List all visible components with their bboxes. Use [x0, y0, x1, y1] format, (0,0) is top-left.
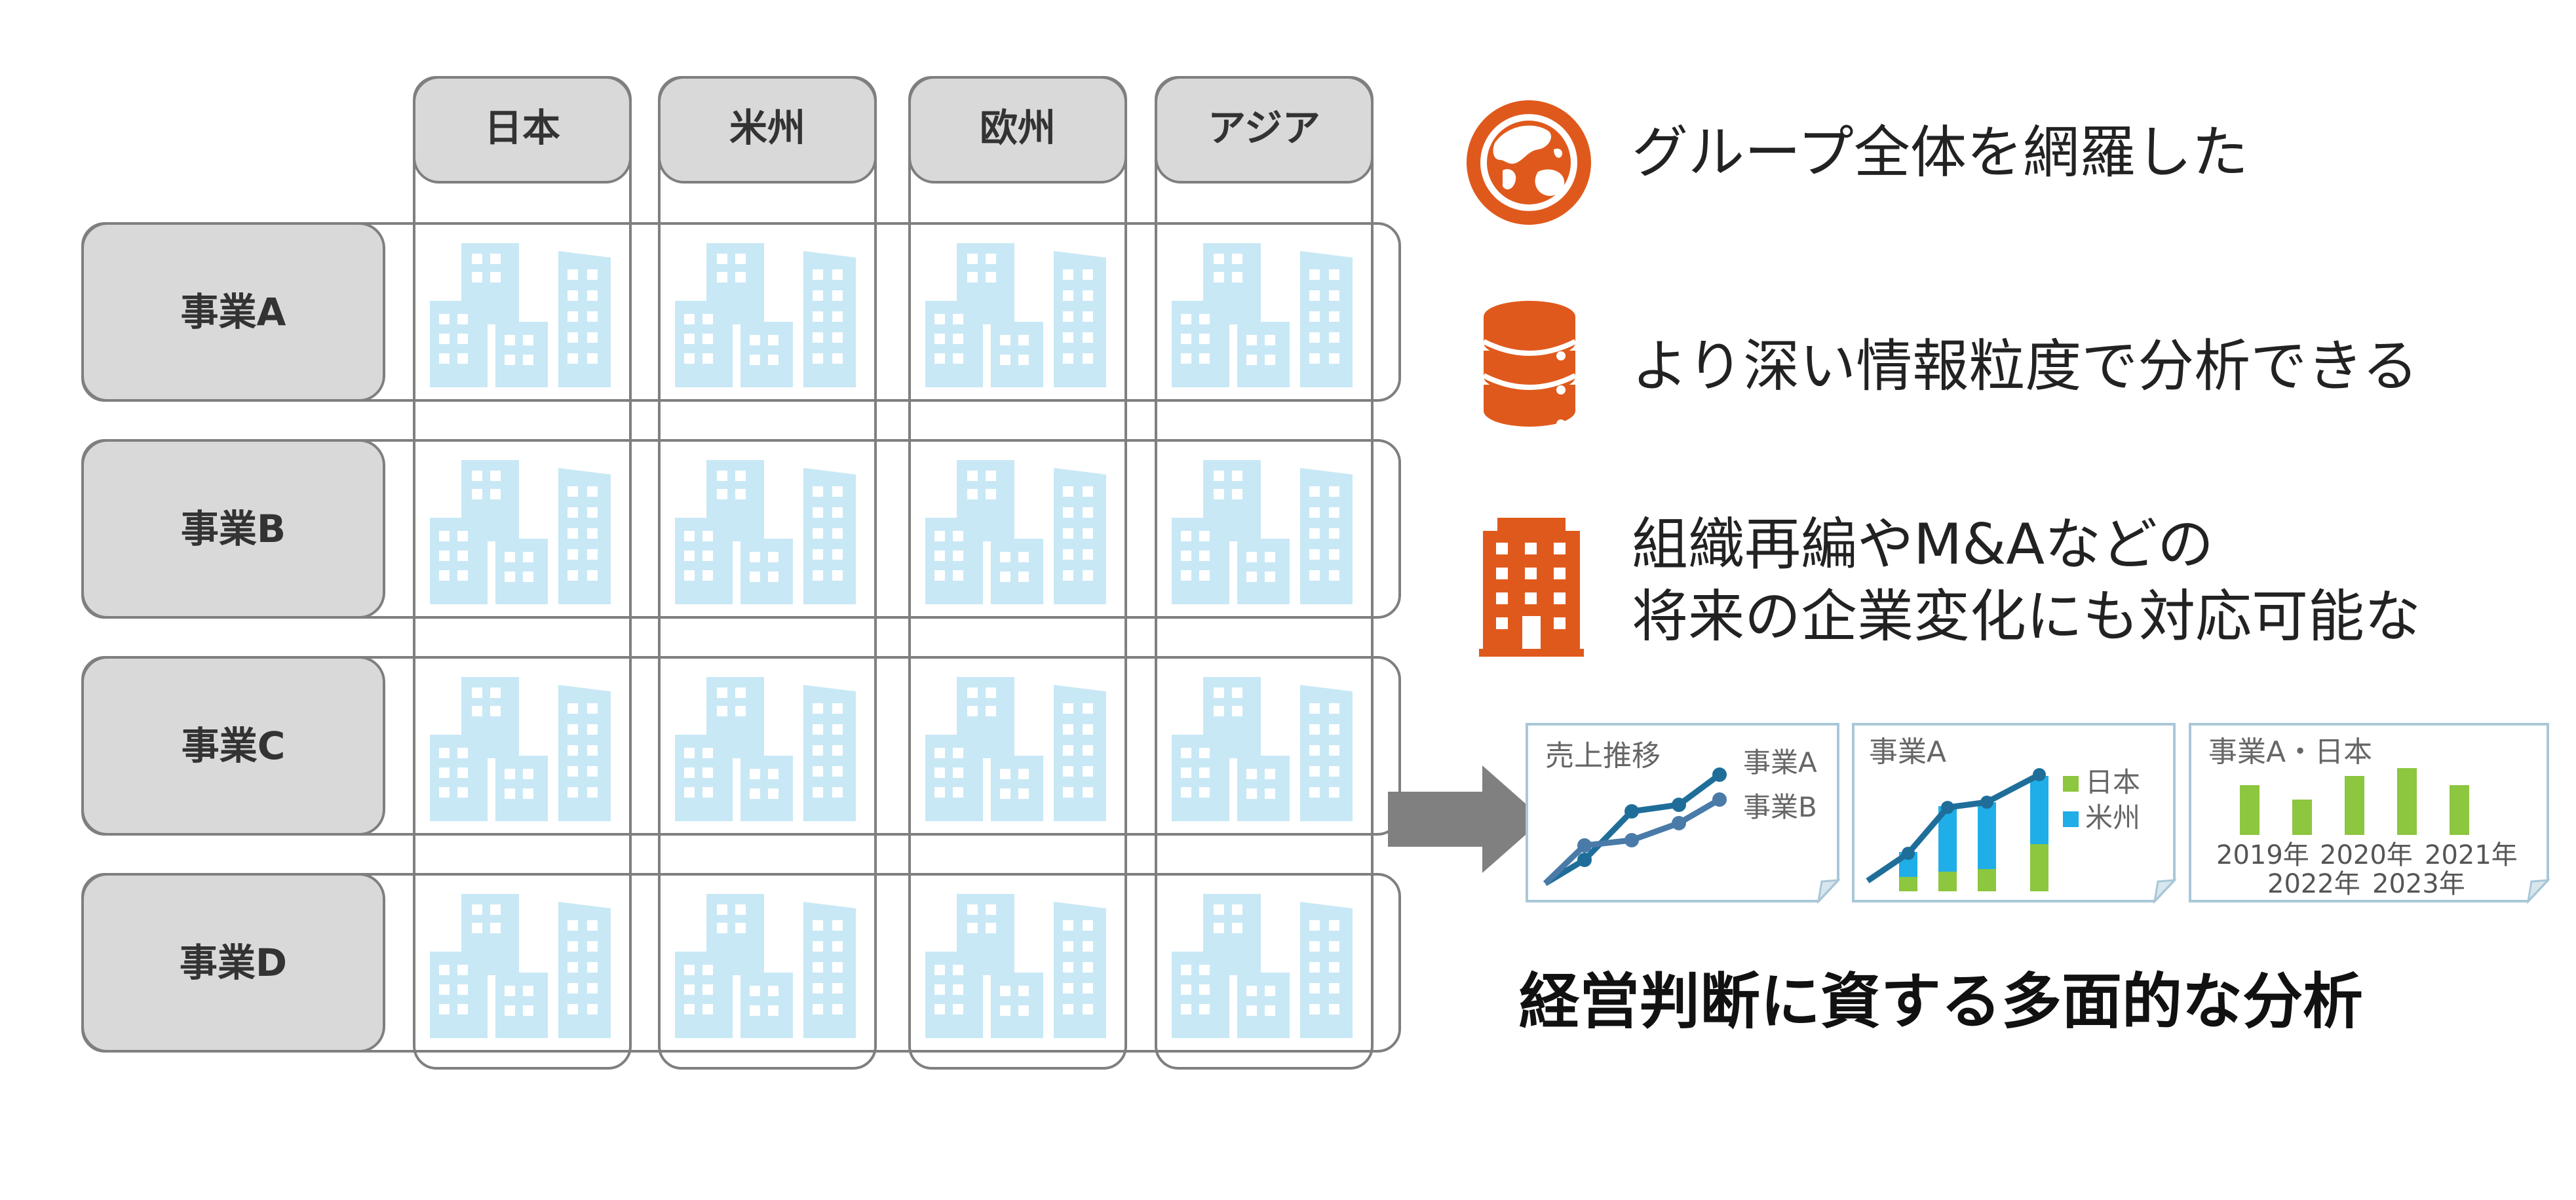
legend-swatch-japan: [2063, 776, 2079, 792]
feature-text-change-line2: 将来の企業変化にも対応可能な: [1632, 584, 2421, 649]
card-title: 事業A: [1869, 735, 1946, 769]
building-cluster-icon: [430, 677, 611, 821]
building-cluster-icon: [675, 894, 856, 1038]
card-business-a: 事業A 日本 米州: [1852, 723, 2177, 904]
row-header: 事業C: [81, 656, 385, 836]
building-cluster-icon: [675, 677, 856, 821]
legend-label: 事業A: [1743, 746, 1817, 779]
bar: [2450, 785, 2469, 835]
bar: [2240, 785, 2259, 835]
row-header: 事業A: [81, 222, 385, 402]
data-point: [1712, 792, 1727, 807]
row-header: 事業B: [81, 439, 385, 619]
column-header-label: アジア: [1208, 106, 1320, 150]
legend-label: 米州: [2085, 802, 2140, 834]
column-header-label: 欧州: [980, 106, 1056, 150]
region-business-matrix: 日本 米州 欧州 アジア 事業A 事業B 事業C 事業D: [81, 76, 1401, 1070]
building-cluster-icon: [430, 894, 611, 1038]
data-point: [1577, 838, 1592, 853]
row-header-label: 事業A: [181, 290, 286, 334]
data-point: [1672, 798, 1686, 812]
data-point: [1672, 816, 1686, 830]
column-header-label: 米州: [729, 106, 805, 150]
data-point: [1902, 847, 1915, 860]
column-header: アジア: [1155, 76, 1374, 184]
legend-label: 事業B: [1743, 791, 1817, 823]
column-header-label: 日本: [484, 106, 560, 150]
legend-swatch-americas: [2063, 811, 2079, 827]
bar-japan: [1899, 877, 1917, 891]
building-cluster-icon: [1172, 894, 1353, 1038]
feature-text-coverage: グループ全体を網羅した: [1632, 120, 2248, 185]
row-header-label: 事業C: [182, 724, 286, 768]
data-point: [1941, 801, 1954, 814]
globe-icon: [1467, 100, 1591, 225]
building-cluster-icon: [1172, 677, 1353, 821]
card-sales-trend: 売上推移 事業A 事業B: [1526, 723, 1841, 904]
card-business-a-japan: 事業A・日本 2019年 2020年 2021年 2022年 2023年: [2189, 723, 2550, 904]
feature-text-change-line1: 組織再編やM&Aなどの: [1632, 512, 2214, 577]
headline: 経営判断に資する多面的な分析: [1519, 967, 2363, 1037]
database-icon: [1482, 301, 1577, 429]
tick-label: 2020年: [2320, 840, 2413, 870]
matrix-cells: [430, 243, 1353, 1038]
bar-japan: [1938, 872, 1957, 891]
building-cluster-icon: [925, 460, 1106, 604]
building-cluster-icon: [1172, 460, 1353, 604]
building-cluster-icon: [925, 677, 1106, 821]
bar: [2397, 768, 2417, 835]
card-title: 事業A・日本: [2208, 735, 2372, 769]
bar: [2345, 776, 2364, 835]
row-headers: 事業A 事業B 事業C 事業D: [81, 222, 385, 1053]
data-point: [1712, 767, 1727, 782]
legend-label: 日本: [2085, 766, 2140, 798]
building-cluster-icon: [430, 243, 611, 387]
building-cluster-icon: [675, 243, 856, 387]
row-header-label: 事業B: [181, 507, 286, 551]
data-point: [2033, 768, 2046, 781]
building-cluster-icon: [1172, 243, 1353, 387]
building-cluster-icon: [925, 894, 1106, 1038]
tick-label: 2022年: [2267, 869, 2360, 899]
tick-label: 2021年: [2425, 840, 2518, 870]
card-title: 売上推移: [1545, 739, 1661, 773]
column-header: 日本: [413, 76, 632, 184]
bar-japan: [1978, 869, 1996, 891]
column-header: 欧州: [908, 76, 1127, 184]
data-point: [1980, 796, 1993, 809]
bar-americas: [2030, 776, 2048, 844]
tick-label: 2023年: [2372, 869, 2465, 899]
building-cluster-icon: [430, 460, 611, 604]
feature-text-granularity: より深い情報粒度で分析できる: [1632, 334, 2419, 399]
arrow-right-icon: [1388, 765, 1543, 873]
data-point: [1624, 804, 1639, 819]
row-header: 事業D: [81, 873, 385, 1053]
data-point: [1577, 853, 1592, 867]
column-headers: 日本 米州 欧州 アジア: [413, 76, 1374, 184]
column-header: 米州: [658, 76, 877, 184]
building-cluster-icon: [925, 243, 1106, 387]
data-point: [1624, 833, 1639, 847]
bar-americas: [1978, 802, 1996, 869]
office-building-icon: [1479, 518, 1584, 657]
bar: [2292, 800, 2312, 835]
building-cluster-icon: [675, 460, 856, 604]
tick-label: 2019年: [2216, 840, 2309, 870]
row-header-label: 事業D: [180, 940, 287, 985]
bar-japan: [2030, 844, 2048, 891]
